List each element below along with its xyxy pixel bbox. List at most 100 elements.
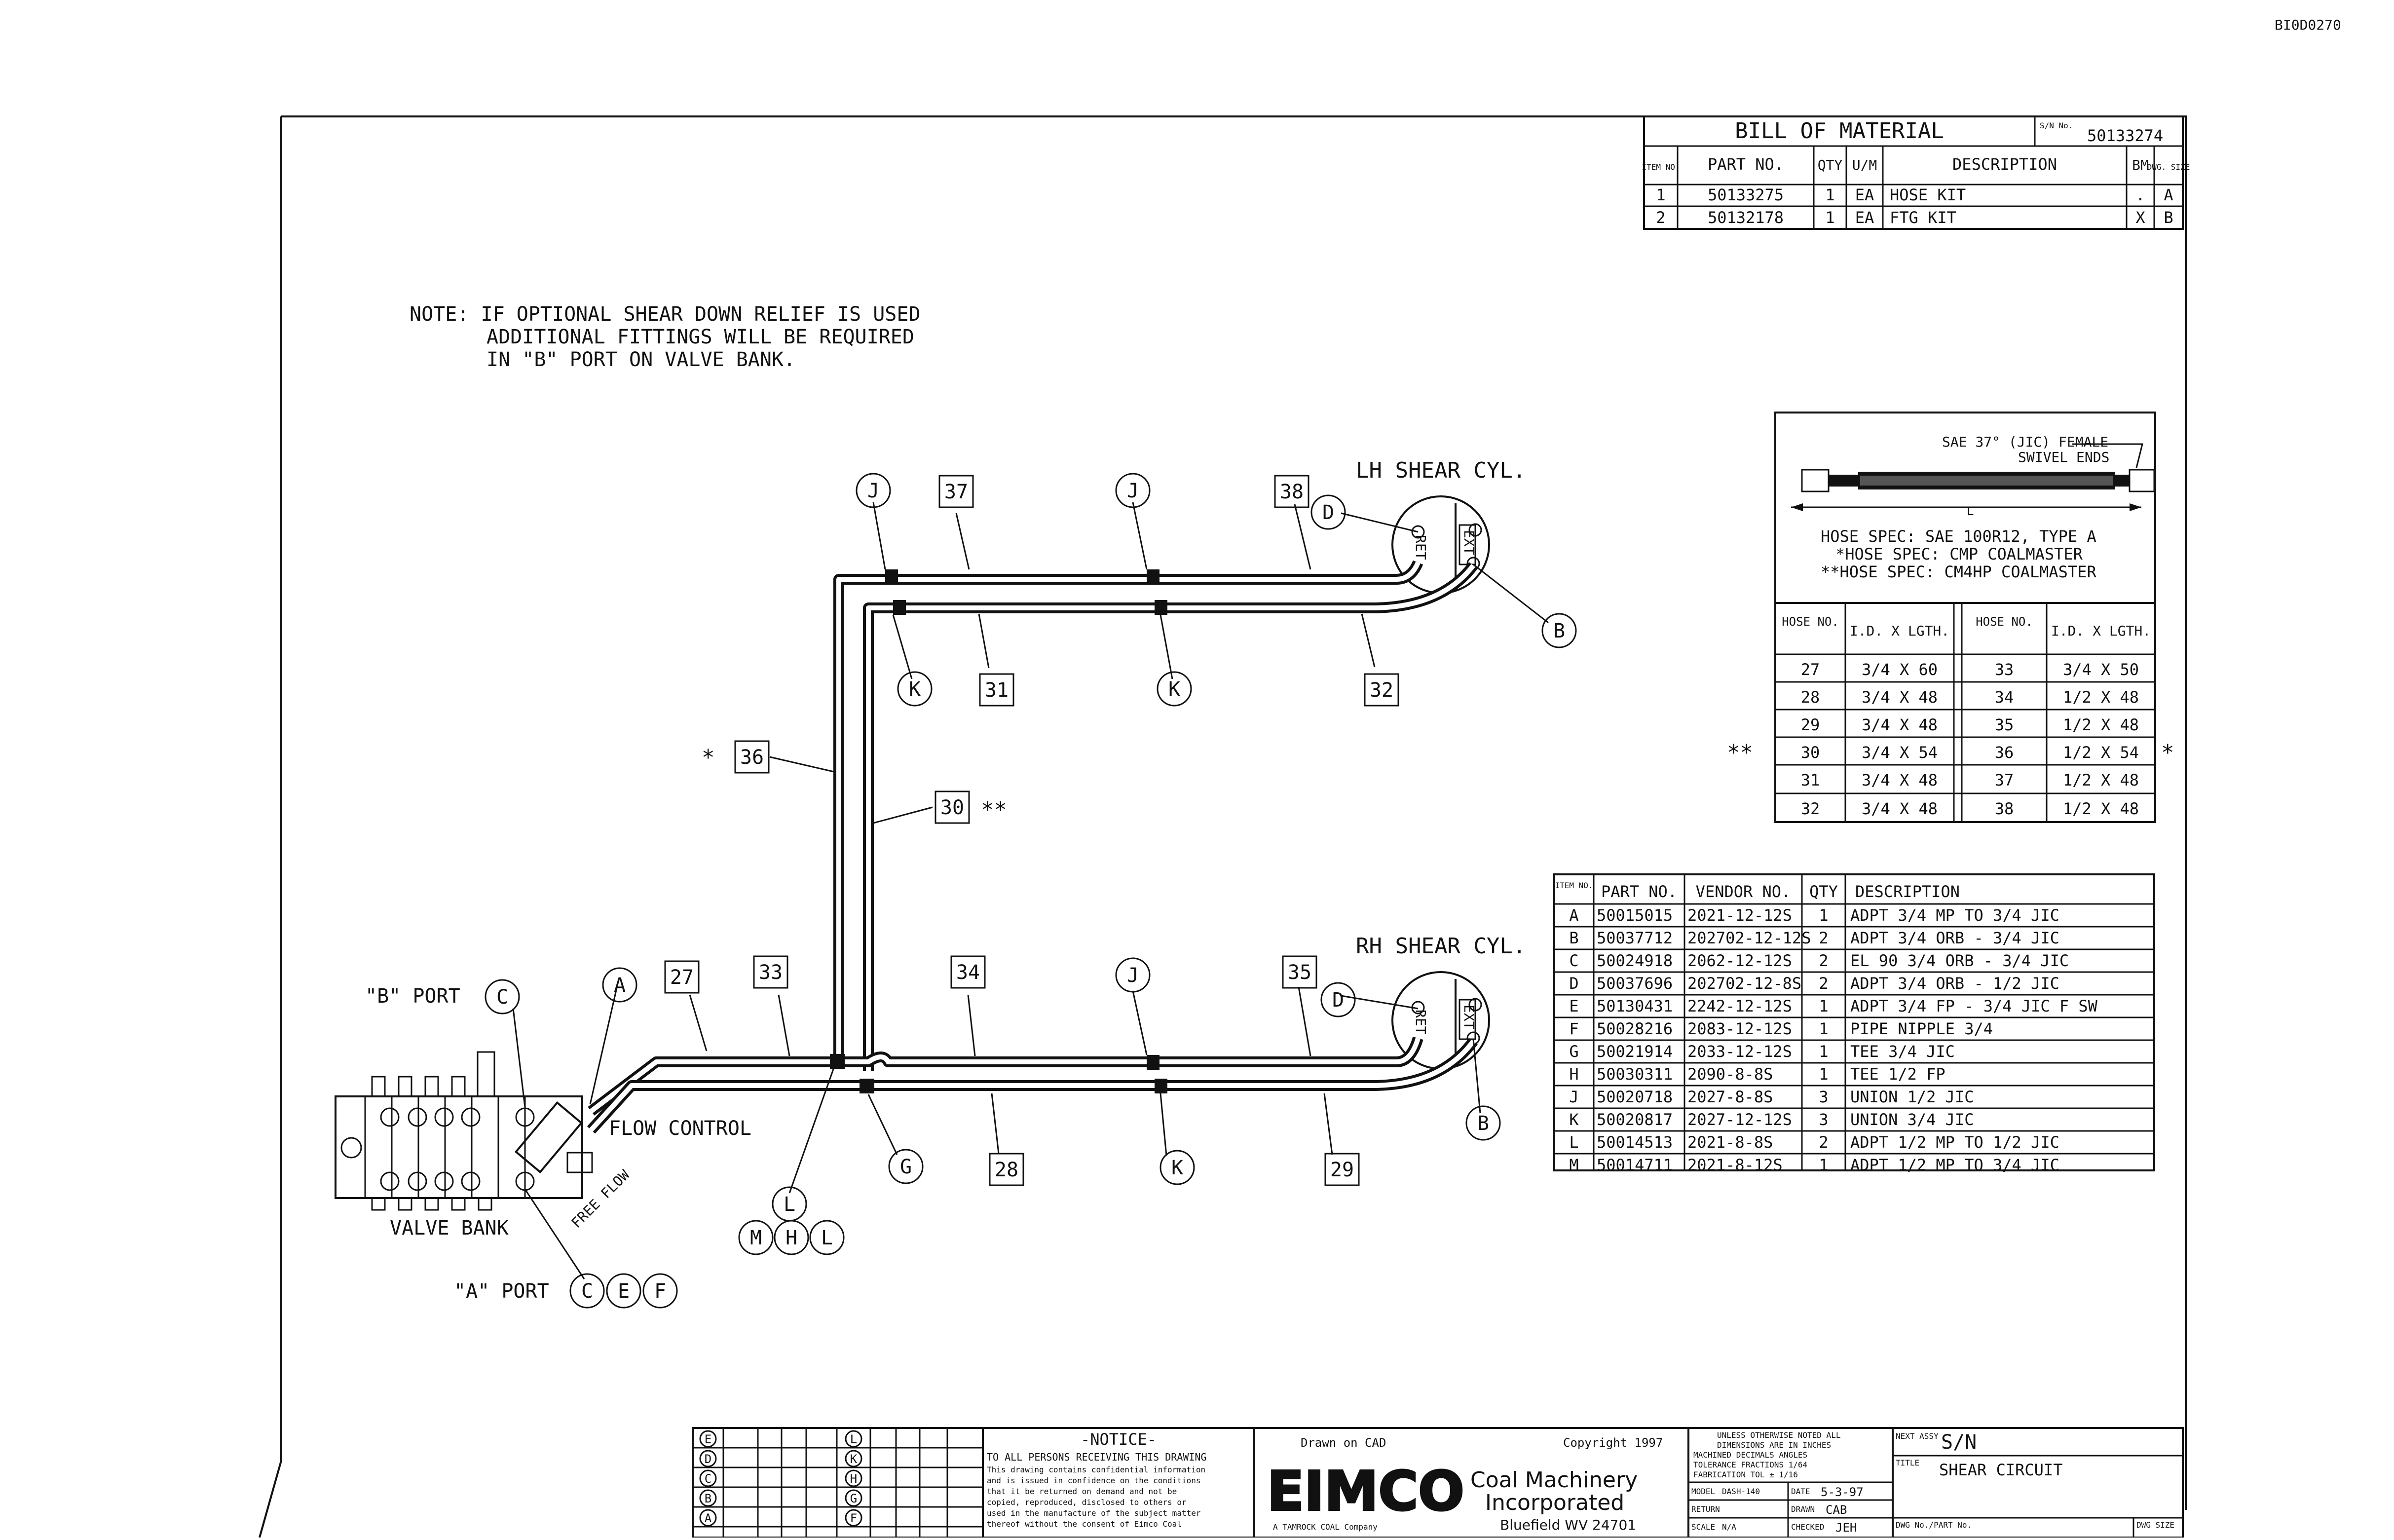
revision-letter-d: D [699, 1450, 717, 1467]
balloon-letter: J [1127, 964, 1139, 987]
balloon-circle [897, 671, 933, 707]
balloon-letter: B [1553, 620, 1565, 642]
hose-table-cell: 28 [1801, 688, 1820, 707]
bom-header-qty: QTY [1818, 157, 1843, 173]
bom-header-part: PART NO. [1708, 155, 1784, 174]
fittings-cell: PIPE NIPPLE 3/4 [1850, 1019, 1993, 1038]
hose-table-cell: 1/2 X 48 [2063, 688, 2139, 707]
valve-bank [335, 1051, 583, 1211]
hose-tag-number: 35 [1288, 961, 1311, 984]
confidentiality-notice: -NOTICE- TO ALL PERSONS RECEIVING THIS D… [982, 1427, 1255, 1539]
hose-tag-box [664, 960, 700, 994]
hose-tag-number: 38 [1280, 481, 1304, 503]
notice-line: copied, reproduced, disclosed to others … [987, 1498, 1187, 1507]
balloon-letter: E [618, 1280, 630, 1303]
hose-table-cell: 1/2 X 48 [2063, 799, 2139, 818]
fittings-cell: ADPT 3/4 ORB - 1/2 JIC [1850, 974, 2059, 993]
fittings-cell: B [1569, 929, 1578, 947]
fitting-balloon-a: A [602, 967, 637, 1003]
hose-lines [587, 560, 1478, 1134]
revision-circle [699, 1430, 717, 1448]
hose-36-spec-marker: * [2161, 740, 2174, 765]
fittings-cell: 2021-12-12S [1687, 906, 1792, 925]
hose-table-row: 27 3/4 X 60 33 3/4 X 50 [1801, 660, 2139, 679]
fittings-cell: 2021-8-12S [1687, 1156, 1783, 1174]
tolerance-note: FABRICATION TOL ± 1/16 [1693, 1470, 1798, 1479]
union-j-node [885, 569, 898, 584]
revision-letter-text: A [705, 1511, 712, 1525]
rh-ret-port-label: RET [1413, 1010, 1429, 1035]
balloon-letter: H [786, 1227, 797, 1249]
fittings-cell: 50015015 [1597, 906, 1673, 925]
notice-line: and is issued in confidence on the condi… [987, 1476, 1200, 1485]
hose-tag-number: 30 [940, 796, 964, 819]
fittings-cell: 2083-12-12S [1687, 1019, 1792, 1038]
revision-circle [845, 1430, 862, 1448]
hose-table-row: 32 3/4 X 48 38 1/2 X 48 [1801, 799, 2139, 818]
hose-table-cell: 3/4 X 54 [1862, 743, 1938, 762]
balloon-circle [642, 1273, 678, 1309]
hose-table-row: 30 3/4 X 54 36 1/2 X 54 [1801, 743, 2139, 762]
revision-letter-text: F [850, 1511, 857, 1525]
tolerance-note: TOLERANCE FRACTIONS 1/64 [1693, 1460, 1807, 1469]
fittings-cell: ADPT 3/4 ORB - 3/4 JIC [1850, 929, 2059, 947]
bom-cell: 50133275 [1708, 186, 1784, 204]
balloon-letter: K [909, 678, 921, 701]
hose-table-cell: 1/2 X 54 [2063, 743, 2139, 762]
fitting-balloon-j: J [1115, 957, 1151, 993]
fittings-cell: L [1569, 1133, 1578, 1152]
note-line-1: NOTE: IF OPTIONAL SHEAR DOWN RELIEF IS U… [410, 303, 921, 326]
hose-tag-box [1324, 1153, 1360, 1186]
revision-letter-text: L [850, 1432, 857, 1446]
fittings-cell: 1 [1819, 1156, 1828, 1174]
revision-letter-text: E [705, 1432, 711, 1446]
hose-30-star-marker: ** [981, 797, 1007, 823]
bom-cell: A [2164, 186, 2173, 204]
balloon-letter: L [821, 1227, 833, 1249]
balloon-circle [485, 979, 520, 1014]
bom-cell: EA [1855, 186, 1874, 204]
balloon-letter: M [750, 1227, 762, 1249]
fittings-cell: 202702-12-8S [1687, 974, 1801, 993]
leader-lines [512, 502, 1549, 1279]
fittings-cell: C [1569, 951, 1578, 970]
balloon-letter: K [1171, 1157, 1183, 1179]
fittings-cell: 2027-8-8S [1687, 1088, 1773, 1106]
fittings-cell: 50014513 [1597, 1133, 1673, 1152]
drawn-label: DRAWN [1791, 1504, 1815, 1514]
fitting-balloon-c: C [569, 1273, 605, 1309]
tolerance-note: DIMENSIONS ARE IN INCHES [1717, 1440, 1831, 1450]
notice-line: This drawing contains confidential infor… [987, 1465, 1205, 1474]
union-k-node [1155, 1079, 1167, 1093]
hose-table-cell: 3/4 X 60 [1862, 660, 1938, 679]
fittings-cell: J [1569, 1088, 1578, 1106]
a-port-label: "A" PORT [454, 1280, 549, 1303]
fitting-label-1: SAE 37° (JIC) FEMALE [1942, 434, 2108, 450]
bill-of-material-table: BILL OF MATERIAL S/N No. 50133274 ITEM N… [1642, 115, 2190, 230]
hose-tag-number: 33 [759, 961, 783, 984]
fittings-cell: UNION 1/2 JIC [1850, 1088, 1974, 1106]
balloon-circle [1115, 957, 1151, 993]
flow-control-valve [514, 1101, 593, 1174]
balloon-letter: J [1127, 480, 1139, 502]
fittings-cell: EL 90 3/4 ORB - 3/4 JIC [1850, 951, 2069, 970]
b-port-label: "B" PORT [365, 985, 460, 1008]
fittings-cell: E [1569, 997, 1578, 1015]
fittings-cell: 202702-12-12S [1687, 929, 1811, 947]
fittings-cell: 50037696 [1597, 974, 1673, 993]
hose-table-cell: 36 [1995, 743, 2014, 762]
dwg-number-label: DWG No./PART No. [1896, 1520, 1972, 1530]
bom-header-item: ITEM NO. [1642, 162, 1680, 172]
fittings-cell: 50024918 [1597, 951, 1673, 970]
fittings-header: ITEM NO. [1555, 881, 1593, 890]
tee-h-node [830, 1054, 845, 1069]
hose-table-cell: 3/4 X 48 [1862, 688, 1938, 707]
hose-tag-34: 34 [950, 955, 986, 989]
hose-table-cell: 3/4 X 48 [1862, 715, 1938, 734]
revision-letter-text: B [705, 1492, 711, 1505]
hose-table-cell: 35 [1995, 715, 2014, 734]
